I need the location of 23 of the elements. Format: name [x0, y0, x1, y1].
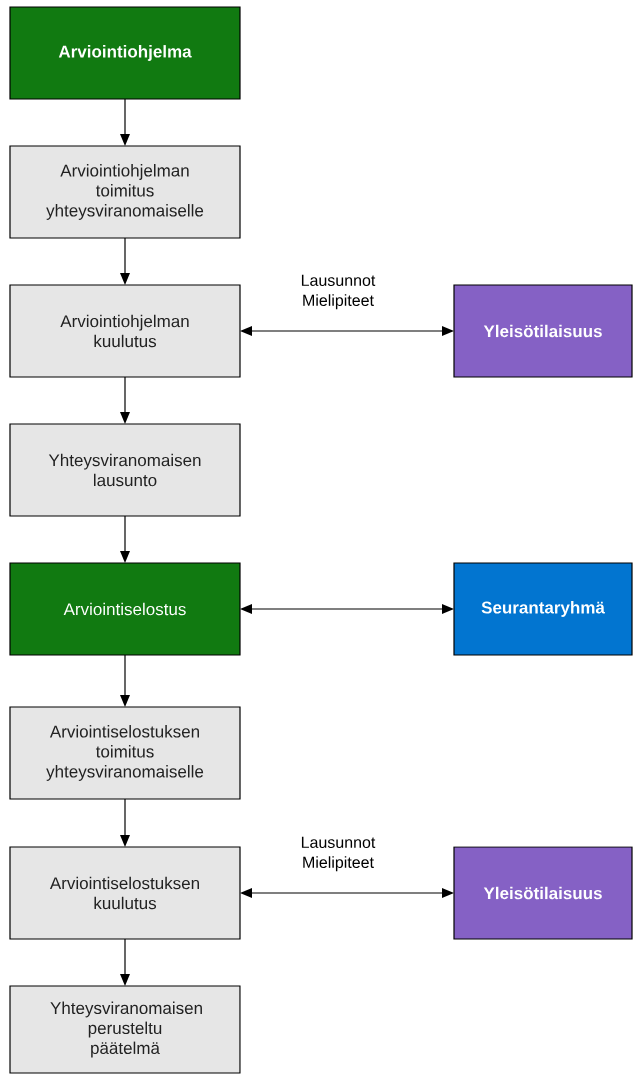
arrow [120, 515, 130, 563]
arrow [240, 888, 454, 898]
arrow [120, 237, 130, 285]
stakeholder-box: Seurantaryhmä [453, 562, 633, 656]
process-box: Arviointiohjelman kuulutus [9, 284, 241, 378]
process-box: Arviointiselostuksen toimitus yhteysviranomaiselle [9, 706, 241, 800]
arrow [240, 326, 454, 336]
process-box: Arviointiselostuksen kuulutus [9, 846, 241, 940]
process-box: Arviointiohjelman toimitus yhteysviranomaiselle [9, 145, 241, 239]
process-box: Arviointiohjelma [9, 6, 241, 100]
arrow [120, 798, 130, 847]
arrow [120, 376, 130, 424]
stakeholder-box: Yleisötilaisuus [453, 846, 633, 940]
stakeholder-box: Yleisötilaisuus [453, 284, 633, 378]
arrow [120, 654, 130, 707]
arrow [240, 604, 454, 614]
edge-label: Lausunnot Mielipiteet [301, 274, 376, 310]
process-box: Yhteysviranomaisen perusteltu päätelmä [9, 985, 241, 1074]
edge-label: Lausunnot Mielipiteet [301, 836, 376, 872]
arrow [120, 98, 130, 146]
arrow [120, 938, 130, 986]
process-box: Arviointiselostus [9, 562, 241, 656]
process-box: Yhteysviranomaisen lausunto [9, 423, 241, 517]
